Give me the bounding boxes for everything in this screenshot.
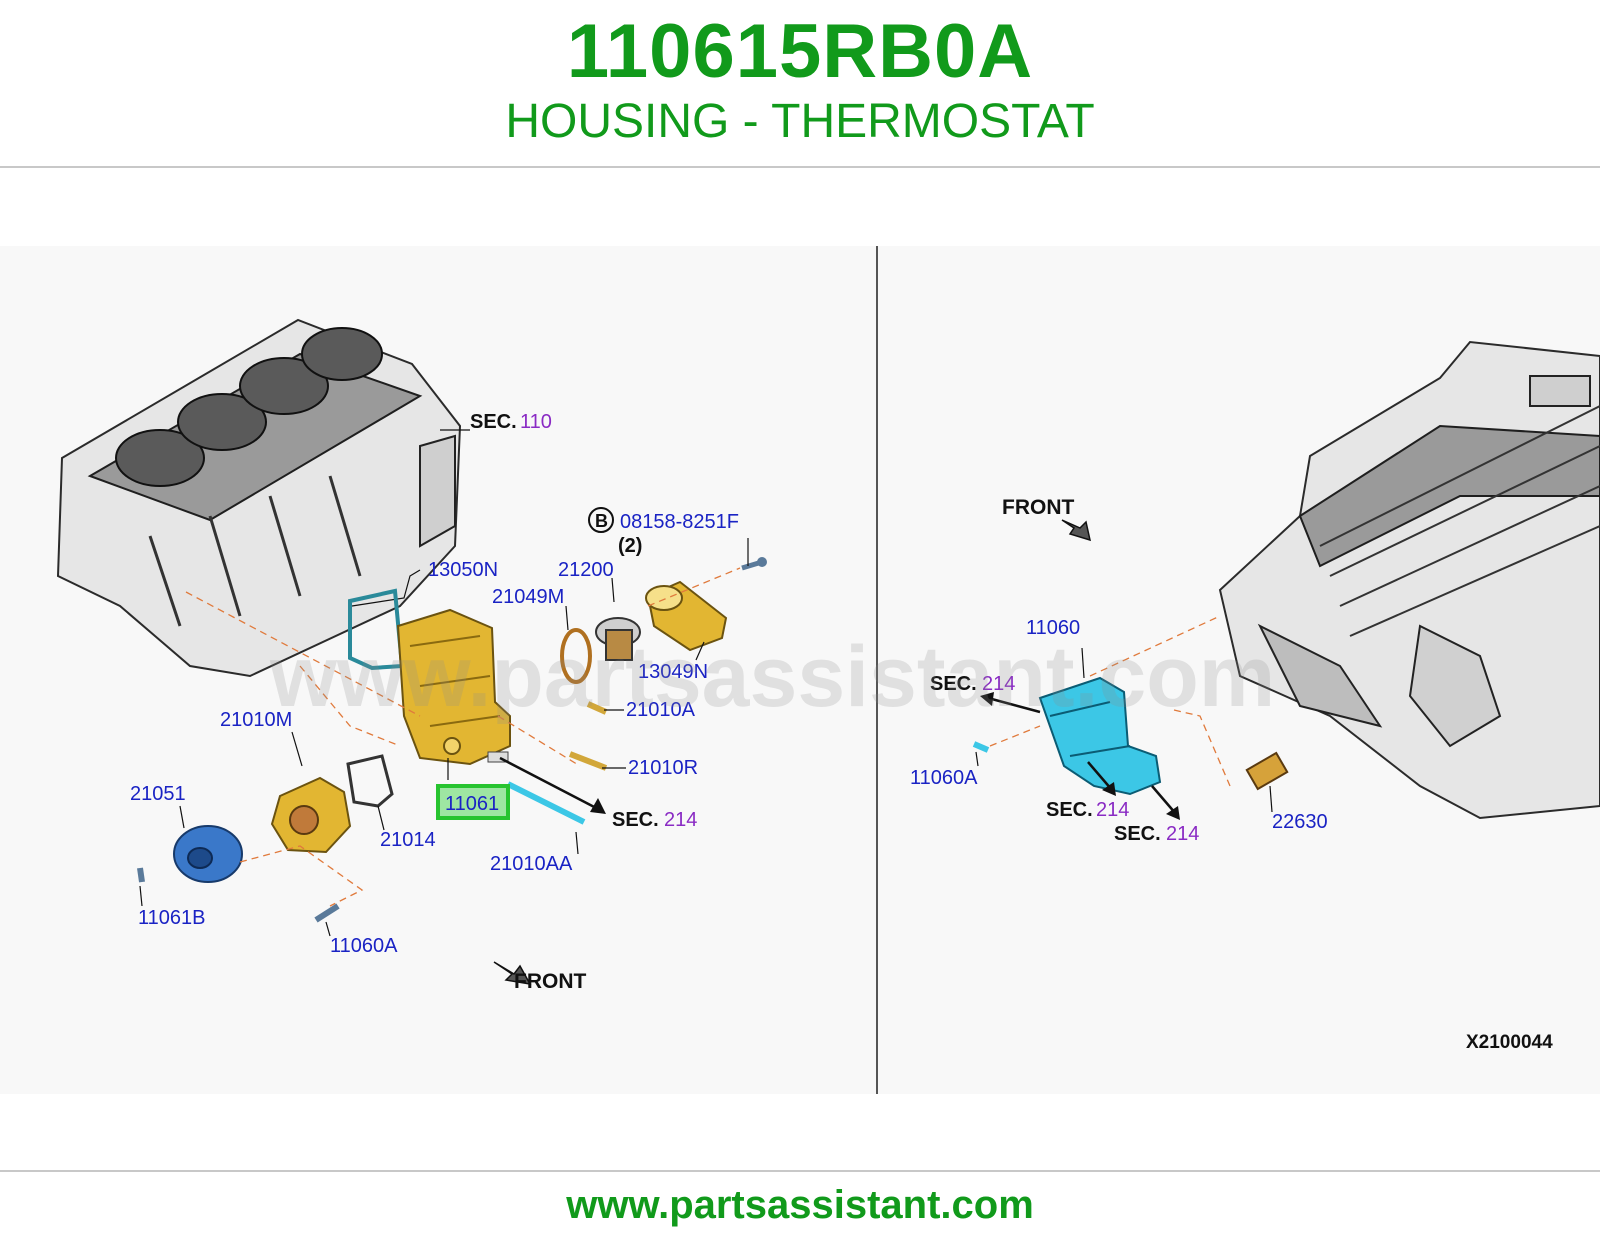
leader-11061B bbox=[139, 885, 143, 907]
part-number-title: 110615RB0A bbox=[566, 9, 1034, 94]
label-22630[interactable]: 22630 bbox=[1272, 811, 1328, 833]
label-21200[interactable]: 21200 bbox=[558, 559, 614, 581]
arrow-sec214-left-head bbox=[590, 798, 606, 814]
ref-b-symbol: B bbox=[595, 511, 608, 531]
gasket-13050N-illustration bbox=[348, 588, 405, 671]
leader-11060A-right bbox=[975, 751, 979, 767]
label-21010M[interactable]: 21010M bbox=[220, 709, 292, 731]
label-21010R[interactable]: 21010R bbox=[628, 757, 698, 779]
parts-diagram: SEC. 110 B 08158-8251F (2) 13050N 21200 … bbox=[0, 246, 1600, 1094]
sec214-b-number[interactable]: 214 bbox=[1096, 799, 1129, 821]
ref-b-circle bbox=[588, 507, 614, 533]
leader-11060 bbox=[1081, 647, 1085, 679]
bolt-21010R-illustration bbox=[568, 751, 608, 771]
arrow-sec214-left bbox=[499, 756, 601, 812]
sec110-number[interactable]: 110 bbox=[520, 411, 552, 433]
cylinder-block-illustration bbox=[56, 318, 462, 678]
bolt-21010A-illustration bbox=[586, 701, 608, 715]
pulley-21051-illustration bbox=[173, 825, 243, 883]
sensor-22630-illustration bbox=[1245, 751, 1289, 791]
leader-21010AA bbox=[575, 831, 579, 855]
label-21051[interactable]: 21051 bbox=[130, 783, 186, 805]
sec214-c-number[interactable]: 214 bbox=[1166, 823, 1199, 845]
footer-divider bbox=[0, 1170, 1600, 1172]
label-13050N[interactable]: 13050N bbox=[428, 559, 498, 581]
leader-21014 bbox=[377, 805, 385, 831]
dash-11060A-right bbox=[989, 725, 1041, 747]
footer-url-link[interactable]: www.partsassistant.com bbox=[566, 1183, 1034, 1227]
sec214-left-number[interactable]: 214 bbox=[664, 809, 697, 831]
header: 110615RB0A HOUSING - THERMOSTAT bbox=[0, 0, 1600, 168]
dash-08158 bbox=[647, 567, 741, 607]
label-13049N[interactable]: 13049N bbox=[638, 661, 708, 683]
arrow-sec214-c bbox=[1151, 785, 1177, 815]
front-arrow-left-icon bbox=[493, 961, 532, 985]
gasket-21014-illustration bbox=[346, 754, 394, 808]
sec214-a-prefix: SEC. bbox=[930, 673, 977, 695]
thermostat-21200-illustration bbox=[595, 617, 641, 661]
bolt-11061B-illustration bbox=[137, 867, 145, 883]
front-label-left: FRONT bbox=[514, 970, 586, 993]
label-21014[interactable]: 21014 bbox=[380, 829, 436, 851]
sec214-a-number[interactable]: 214 bbox=[982, 673, 1015, 695]
leader-11060A-left bbox=[325, 921, 331, 937]
dash-block-housing bbox=[185, 591, 421, 717]
label-08158-8251F[interactable]: 08158-8251F bbox=[620, 511, 739, 533]
arrow-sec214-a bbox=[987, 696, 1041, 714]
water-inlet-13049N-illustration bbox=[645, 580, 728, 652]
o-ring-21049M-illustration bbox=[560, 628, 592, 684]
front-label-right: FRONT bbox=[1002, 496, 1074, 519]
dash-21010R bbox=[497, 715, 581, 767]
thermostat-housing-11061-illustration bbox=[396, 608, 511, 766]
sec214-c-prefix: SEC. bbox=[1114, 823, 1161, 845]
label-11060A-left[interactable]: 11060A bbox=[330, 935, 398, 957]
sec110-prefix: SEC. bbox=[470, 411, 517, 433]
thermostat-housing-11060-illustration bbox=[1038, 676, 1162, 796]
leader-21051 bbox=[179, 805, 185, 829]
label-11060[interactable]: 11060 bbox=[1026, 617, 1080, 639]
sec214-b-prefix: SEC. bbox=[1046, 799, 1093, 821]
dash-pump bbox=[299, 665, 401, 747]
watermark: www.partsassistant.com bbox=[269, 629, 1275, 725]
leader-21010M bbox=[291, 731, 303, 767]
highlight-box-11061[interactable] bbox=[436, 784, 510, 820]
label-21010AA[interactable]: 21010AA bbox=[490, 853, 573, 875]
front-arrow-right-icon bbox=[1061, 519, 1092, 542]
leader-21200 bbox=[611, 577, 615, 603]
qty-2: (2) bbox=[618, 535, 642, 557]
engine-assembly-illustration bbox=[1218, 340, 1600, 820]
bolt-08158-illustration bbox=[741, 557, 767, 571]
part-name-subtitle: HOUSING - THERMOSTAT bbox=[505, 95, 1095, 148]
sec214-left-prefix: SEC. bbox=[612, 809, 659, 831]
arrow-sec214-b bbox=[1087, 761, 1113, 791]
label-21010A[interactable]: 21010A bbox=[626, 699, 696, 721]
water-pump-21010M-illustration bbox=[270, 776, 352, 854]
label-11061B[interactable]: 11061B bbox=[138, 907, 205, 929]
label-11060A-right[interactable]: 11060A bbox=[910, 767, 978, 789]
leader-21049M bbox=[565, 605, 569, 631]
leader-13049N bbox=[695, 641, 705, 661]
bolt-11060A-right-illustration bbox=[972, 741, 990, 753]
leader-13050N bbox=[351, 569, 421, 607]
leader-22630 bbox=[1269, 785, 1273, 813]
bolt-11060A-left-illustration bbox=[314, 903, 340, 923]
dash-pulley bbox=[239, 845, 364, 907]
diagram-canvas: SEC. 110 B 08158-8251F (2) 13050N 21200 … bbox=[56, 246, 1600, 1094]
dash-22630 bbox=[1173, 709, 1231, 787]
bolt-21010AA-illustration bbox=[506, 781, 586, 825]
arrow-sec214-b-head bbox=[1102, 782, 1116, 796]
arrow-sec214-a-head bbox=[980, 692, 994, 706]
header-divider bbox=[0, 166, 1600, 168]
label-21049M[interactable]: 21049M bbox=[492, 586, 564, 608]
label-11061[interactable]: 11061 bbox=[445, 793, 499, 815]
diagram-code: X2100044 bbox=[1466, 1032, 1553, 1053]
arrow-sec214-c-head bbox=[1166, 806, 1180, 820]
